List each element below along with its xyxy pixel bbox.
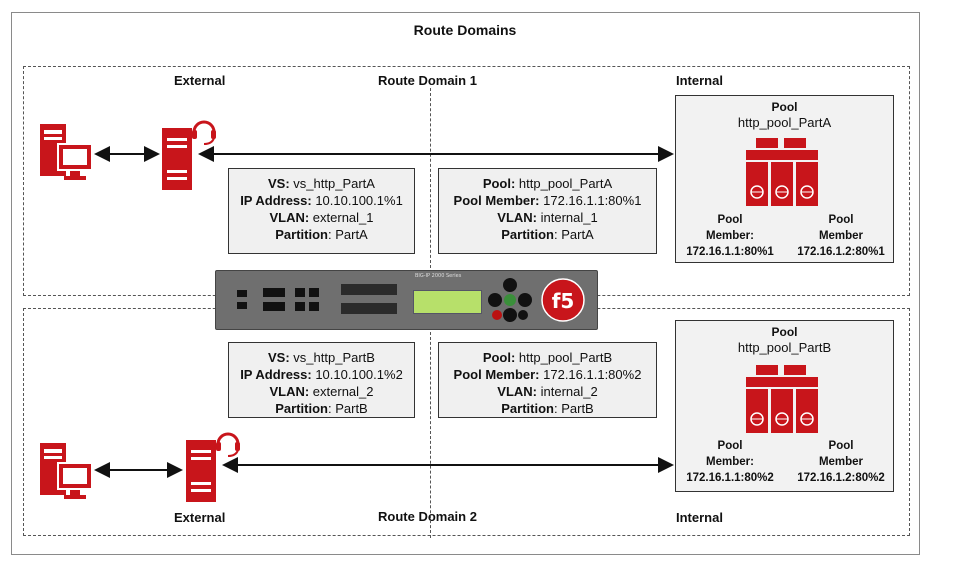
diagram-title: Route Domains xyxy=(413,22,517,38)
pool-name: http_pool_PartB xyxy=(737,340,832,355)
pool-member-2: Pool Member 172.16.1.2:80%1 xyxy=(789,212,893,260)
vlan-value: internal_2 xyxy=(537,384,598,399)
f5-logo-text: f5 xyxy=(552,289,575,313)
external-label-2: External xyxy=(174,510,226,525)
ip-value: 10.10.100.1%1 xyxy=(311,193,403,208)
partition-key: Partition xyxy=(501,401,554,416)
virtual-server-box-2: VS: vs_http_PartB IP Address: 10.10.100.… xyxy=(228,342,415,418)
server-cluster-icon xyxy=(746,365,818,433)
vlan-value: external_1 xyxy=(309,210,374,225)
member-address: 172.16.1.2:80%2 xyxy=(797,472,885,484)
internal-label-1: Internal xyxy=(676,73,723,88)
member-label: Pool xyxy=(828,440,854,452)
partition-key: Partition xyxy=(275,401,328,416)
member-address: 172.16.1.2:80%1 xyxy=(797,246,885,258)
member-label: Member xyxy=(818,230,864,242)
partition-value: : PartA xyxy=(327,227,368,242)
vlan-key: VLAN: xyxy=(269,384,310,399)
pool-key: Pool: xyxy=(482,176,516,191)
client-computer-icon xyxy=(40,443,93,499)
f5-logo-icon: f5 xyxy=(541,278,585,322)
member-key: Pool Member: xyxy=(453,193,540,208)
appliance-ports xyxy=(237,284,397,314)
member-address: 172.16.1.1:80%2 xyxy=(686,472,774,484)
pool-key: Pool: xyxy=(482,350,516,365)
member-label: Member: xyxy=(706,456,754,468)
member-label: Pool xyxy=(717,440,743,452)
ip-key: IP Address: xyxy=(240,193,312,208)
bigip-appliance xyxy=(215,270,598,330)
member-key: Pool Member: xyxy=(453,367,540,382)
server-headset-icon xyxy=(162,120,216,190)
appliance-model-label: BIG-IP 2000 Series xyxy=(415,273,462,279)
vs-value: vs_http_PartA xyxy=(289,176,375,191)
vlan-value: external_2 xyxy=(309,384,374,399)
ip-key: IP Address: xyxy=(240,367,312,382)
vs-value: vs_http_PartB xyxy=(289,350,375,365)
member-label: Pool xyxy=(717,214,743,226)
vlan-key: VLAN: xyxy=(269,210,310,225)
pool-member-1: Pool Member: 172.16.1.1:80%2 xyxy=(680,438,780,486)
virtual-server-box-1: VS: vs_http_PartA IP Address: 10.10.100.… xyxy=(228,168,415,254)
partition-key: Partition xyxy=(501,227,554,242)
member-label: Member xyxy=(818,456,864,468)
partition-value: : PartB xyxy=(553,401,594,416)
server-headset-icon xyxy=(186,432,240,502)
server-cluster-icon xyxy=(746,138,818,206)
member-value: 172.16.1.1:80%1 xyxy=(539,193,642,208)
pool-value: http_pool_PartB xyxy=(515,350,613,365)
center-divider-bottom xyxy=(430,332,431,538)
vs-key: VS: xyxy=(268,350,290,365)
partition-key: Partition xyxy=(275,227,328,242)
pool-heading: Pool xyxy=(771,325,798,339)
internal-label-2: Internal xyxy=(676,510,723,525)
partition-value: : PartA xyxy=(553,227,594,242)
pool-value: http_pool_PartA xyxy=(515,176,613,191)
pool-member-2: Pool Member 172.16.1.2:80%2 xyxy=(789,438,893,486)
center-divider-top xyxy=(430,88,431,268)
member-value: 172.16.1.1:80%2 xyxy=(539,367,642,382)
route-domain-1-label: Route Domain 1 xyxy=(378,73,477,88)
ip-value: 10.10.100.1%2 xyxy=(311,367,403,382)
appliance-nav-buttons xyxy=(488,278,532,322)
client-computer-icon xyxy=(40,124,93,180)
pool-member-1: Pool Member: 172.16.1.1:80%1 xyxy=(680,212,780,260)
external-label-1: External xyxy=(174,73,226,88)
pool-box-1: Pool http_pool_PartA Pool Member: 172.16… xyxy=(675,95,894,263)
pool-box-2: Pool http_pool_PartB Pool Member: 172.16… xyxy=(675,320,894,492)
pool-info-box-2: Pool: http_pool_PartB Pool Member: 172.1… xyxy=(438,342,657,418)
member-label: Pool xyxy=(828,214,854,226)
appliance-lcd xyxy=(413,290,482,314)
pool-heading: Pool xyxy=(771,100,798,114)
vlan-value: internal_1 xyxy=(537,210,598,225)
route-domain-2-label: Route Domain 2 xyxy=(378,509,477,524)
pool-name: http_pool_PartA xyxy=(737,115,832,130)
vlan-key: VLAN: xyxy=(497,384,537,399)
vlan-key: VLAN: xyxy=(497,210,537,225)
pool-info-box-1: Pool: http_pool_PartA Pool Member: 172.1… xyxy=(438,168,657,254)
member-address: 172.16.1.1:80%1 xyxy=(686,246,774,258)
vs-key: VS: xyxy=(268,176,290,191)
partition-value: : PartB xyxy=(327,401,368,416)
member-label: Member: xyxy=(706,230,754,242)
